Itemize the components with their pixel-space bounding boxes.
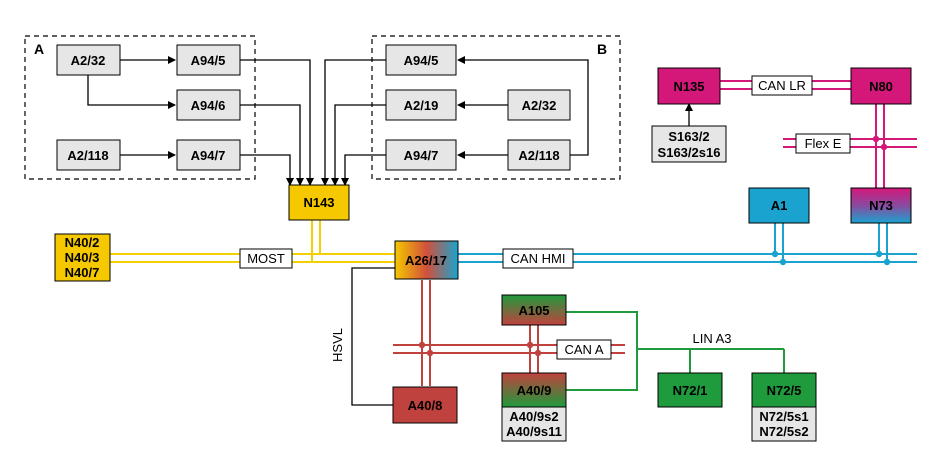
node-s163-2s16: S163/2s16: [658, 145, 721, 160]
node-n143: N143: [303, 195, 334, 210]
box-a26-17: [394, 240, 459, 280]
box-a40-9: [501, 372, 567, 408]
group-a-frame: A: [24, 35, 256, 180]
grey-boxes: [56, 44, 817, 442]
box-n80: [850, 67, 912, 105]
node-n80: N80: [869, 79, 893, 94]
node-n135: N135: [673, 79, 704, 94]
node-a105: A105: [518, 303, 549, 318]
box-n73: [850, 187, 912, 224]
node-a2-118-b: A2/118: [518, 148, 559, 163]
node-a1: A1: [771, 198, 788, 213]
can-hmi-junctions: [771, 250, 891, 266]
node-n73: N73: [869, 198, 893, 213]
box-a105: [501, 294, 567, 326]
node-a40-9s2: A40/9s2: [509, 409, 558, 424]
node-n72-5: N72/5: [767, 383, 802, 398]
node-a94-5-b: A94/5: [404, 53, 439, 68]
box-n135: [657, 67, 721, 105]
node-a94-5-a: A94/5: [191, 53, 226, 68]
node-n40-3: N40/3: [65, 250, 100, 265]
bus-can-a: CAN A: [564, 342, 603, 357]
lin-a3-bus: [566, 311, 785, 391]
node-s163-2: S163/2: [668, 129, 709, 144]
node-a40-9: A40/9: [517, 383, 552, 398]
group-arrows: [87, 56, 589, 159]
box-n72-5: [751, 372, 817, 408]
node-n72-5s1: N72/5s1: [759, 409, 808, 424]
box-a40-8: [392, 386, 458, 424]
group-b-label: B: [597, 41, 607, 57]
bus-label-boxes: [239, 75, 851, 360]
flex-e-junctions: [872, 135, 888, 151]
box-a1: [748, 187, 810, 224]
node-a2-19: A2/19: [404, 98, 439, 113]
hsvl-link: [351, 267, 395, 406]
can-a-junctions: [418, 341, 542, 357]
bus-most: MOST: [247, 251, 285, 266]
node-a2-118-a: A2/118: [67, 148, 108, 163]
box-n143: [288, 184, 350, 221]
group-b-frame: B: [371, 35, 621, 180]
node-a2-32-b: A2/32: [522, 98, 557, 113]
ecu-labels: N143 N40/2 N40/3 N40/7 A26/17 A1 N73 N13…: [65, 79, 893, 413]
node-a94-6: A94/6: [191, 98, 226, 113]
bus-can-lr: CAN LR: [758, 78, 806, 93]
node-n72-1: N72/1: [673, 383, 708, 398]
bus-lin-a3: LIN A3: [692, 331, 731, 346]
bus-labels: MOST CAN HMI CAN LR Flex E CAN A LIN A3 …: [247, 78, 842, 362]
node-a94-7-a: A94/7: [191, 148, 226, 163]
node-a94-7-b: A94/7: [404, 148, 439, 163]
node-a40-9s11: A40/9s11: [506, 424, 562, 439]
node-a26-17: A26/17: [405, 253, 447, 268]
box-n40: [54, 233, 111, 282]
box-n72-1: [657, 372, 723, 408]
node-n40-7: N40/7: [65, 265, 100, 280]
bus-flex-e: Flex E: [805, 136, 842, 151]
node-a40-8: A40/8: [408, 398, 443, 413]
n143-inputs: [240, 59, 386, 186]
bus-hsvl: HSVL: [330, 328, 345, 362]
grey-box-labels: A2/32 A94/5 A94/6 A2/118 A94/7 A94/5 A2/…: [67, 53, 808, 439]
node-n40-2: N40/2: [65, 235, 100, 250]
node-a2-32-a: A2/32: [71, 53, 106, 68]
group-a-label: A: [34, 41, 44, 57]
ecu-boxes: [54, 67, 912, 424]
node-n72-5s2: N72/5s2: [759, 424, 808, 439]
bus-can-hmi: CAN HMI: [511, 251, 566, 266]
